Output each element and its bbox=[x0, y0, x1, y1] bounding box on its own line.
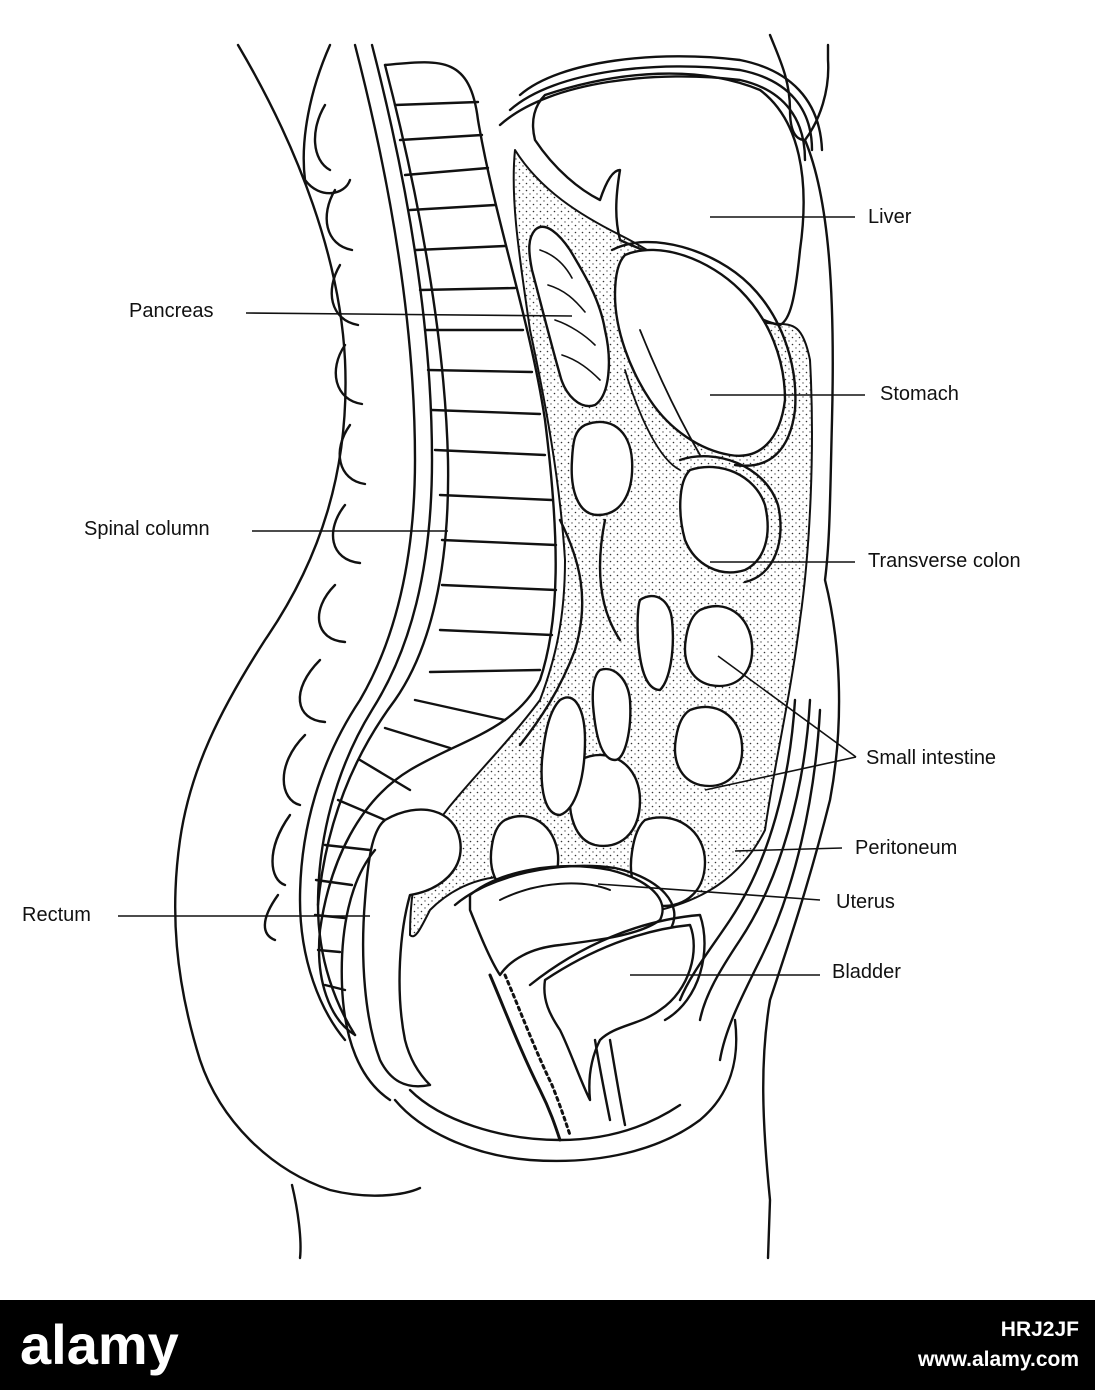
vertebra-dividers bbox=[313, 100, 558, 992]
leader-small-intestine-a bbox=[717, 655, 857, 758]
urethra bbox=[593, 1038, 627, 1127]
leader-pancreas bbox=[245, 312, 573, 317]
leader-small-intestine-b bbox=[704, 756, 857, 791]
stomach bbox=[613, 248, 787, 457]
vertebral-spines bbox=[263, 43, 367, 942]
bladder bbox=[543, 923, 695, 1102]
watermark-footer: alamy HRJ2JF www.alamy.com bbox=[0, 1300, 1095, 1390]
abdominal-wall-layer bbox=[678, 698, 797, 1002]
leader-peritoneum bbox=[734, 847, 843, 852]
peritoneum-top bbox=[518, 55, 824, 152]
front-outline bbox=[762, 33, 841, 1260]
label-bladder: Bladder bbox=[832, 961, 901, 983]
small-intestine-loop-2 bbox=[683, 604, 754, 688]
spinal-column-posterior-edge bbox=[316, 63, 450, 907]
site-url: www.alamy.com bbox=[917, 1348, 1079, 1371]
label-transverse-colon: Transverse colon bbox=[868, 550, 1021, 572]
mesentery bbox=[518, 518, 622, 747]
label-peritoneum: Peritoneum bbox=[855, 837, 958, 859]
pelvis-floor bbox=[393, 1018, 738, 1163]
alamy-logo-text: alamy bbox=[20, 1314, 179, 1376]
leader-uterus bbox=[597, 883, 821, 901]
small-intestine-loop-7 bbox=[591, 667, 632, 762]
transverse-colon bbox=[679, 465, 769, 574]
spinal-canal-posterior bbox=[298, 43, 417, 1042]
small-intestine-loop-1 bbox=[570, 420, 634, 517]
vaginal-canal bbox=[488, 973, 562, 1142]
label-spinal-column: Spinal column bbox=[84, 518, 210, 540]
label-stomach: Stomach bbox=[880, 383, 959, 405]
thigh-line bbox=[290, 1183, 302, 1260]
leader-lines bbox=[118, 216, 865, 976]
label-uterus: Uterus bbox=[836, 891, 895, 913]
label-rectum: Rectum bbox=[22, 904, 91, 926]
label-pancreas: Pancreas bbox=[129, 300, 214, 322]
small-intestine-loop-3 bbox=[673, 705, 744, 788]
label-small-intestine: Small intestine bbox=[866, 747, 997, 769]
image-id: HRJ2JF bbox=[1000, 1318, 1079, 1341]
alamy-logo: alamy bbox=[20, 1314, 179, 1376]
anatomy-diagram: Liver Pancreas Stomach Spinal column Tra… bbox=[22, 33, 1021, 1260]
rectum bbox=[361, 808, 462, 1088]
label-liver: Liver bbox=[868, 206, 912, 228]
